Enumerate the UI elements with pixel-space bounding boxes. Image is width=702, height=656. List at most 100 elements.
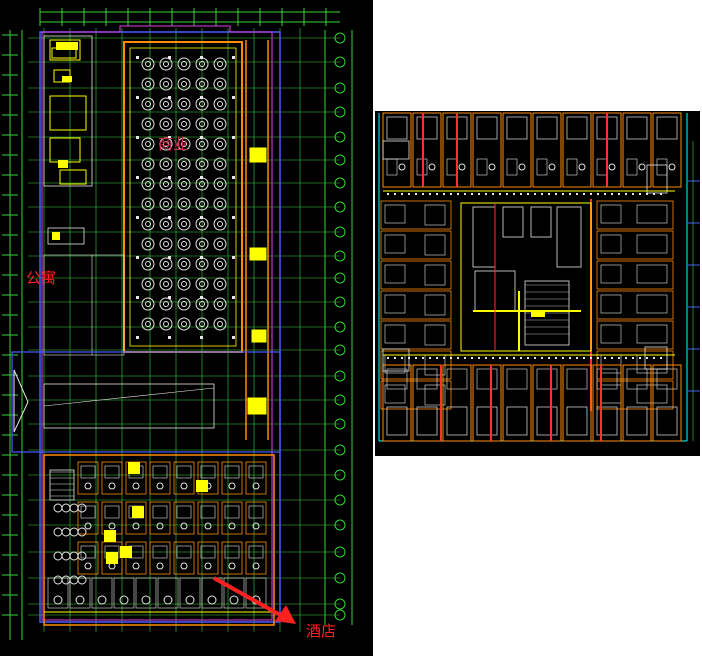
round-table bbox=[141, 297, 155, 311]
corridor-dot bbox=[548, 193, 550, 195]
diagonal-line bbox=[43, 387, 215, 407]
bed bbox=[224, 465, 240, 479]
table-center bbox=[145, 281, 151, 287]
round-table bbox=[213, 277, 227, 291]
corridor-dot bbox=[436, 357, 438, 359]
yellow-block bbox=[104, 530, 116, 542]
corridor-dot bbox=[471, 193, 473, 195]
round-table bbox=[177, 217, 191, 231]
table-center bbox=[181, 301, 187, 307]
round-table bbox=[213, 237, 227, 251]
corridor-dot bbox=[555, 357, 557, 359]
stair-room bbox=[59, 169, 87, 185]
hotel-room bbox=[173, 541, 195, 575]
bath bbox=[386, 158, 398, 176]
table-center bbox=[145, 161, 151, 167]
bed bbox=[416, 116, 438, 140]
bed bbox=[176, 545, 192, 559]
fixture bbox=[638, 163, 646, 171]
elevator bbox=[556, 206, 582, 268]
round-table bbox=[141, 277, 155, 291]
bed bbox=[224, 545, 240, 559]
bed bbox=[176, 465, 192, 479]
round-table bbox=[177, 137, 191, 151]
apartment-zone bbox=[43, 254, 125, 356]
apartment-label: 公寓 bbox=[26, 269, 57, 287]
round-table bbox=[177, 57, 191, 71]
bed bbox=[386, 116, 408, 140]
fixture bbox=[180, 482, 188, 490]
bed bbox=[104, 465, 120, 479]
bath bbox=[424, 234, 446, 256]
corridor-dot bbox=[625, 193, 627, 195]
room-bottom bbox=[562, 364, 592, 442]
table-center bbox=[163, 301, 169, 307]
stair-room bbox=[49, 469, 75, 501]
fixture bbox=[53, 575, 63, 585]
left-floor-plan: 商业 公寓 酒店 bbox=[0, 0, 373, 656]
bed bbox=[536, 406, 558, 436]
bed bbox=[636, 354, 668, 374]
room-right bbox=[596, 320, 674, 350]
hotel-arrow-head bbox=[275, 605, 296, 624]
hotel-room bbox=[197, 501, 219, 535]
corridor-dot bbox=[415, 193, 417, 195]
bed bbox=[566, 406, 588, 436]
corridor-dot bbox=[576, 193, 578, 195]
corridor-dot bbox=[618, 357, 620, 359]
corridor-dot bbox=[632, 193, 634, 195]
corridor-dot bbox=[513, 357, 515, 359]
room-left bbox=[380, 380, 452, 410]
bed bbox=[476, 406, 498, 436]
corridor-dot bbox=[492, 193, 494, 195]
fixture bbox=[156, 562, 164, 570]
bed bbox=[80, 465, 96, 479]
column bbox=[168, 336, 171, 339]
round-table bbox=[159, 97, 173, 111]
round-table bbox=[159, 277, 173, 291]
hotel-room bbox=[149, 501, 171, 535]
fixture bbox=[578, 163, 586, 171]
table-center bbox=[217, 121, 223, 127]
round-table bbox=[159, 257, 173, 271]
room-top bbox=[472, 112, 502, 188]
fixture bbox=[75, 595, 85, 605]
corridor-dot bbox=[604, 357, 606, 359]
fixture bbox=[108, 522, 116, 530]
corridor-dot bbox=[604, 193, 606, 195]
grid-bubble bbox=[334, 519, 346, 531]
hotel-room bbox=[77, 501, 99, 535]
column bbox=[168, 216, 171, 219]
fixture bbox=[548, 163, 556, 171]
bed bbox=[200, 505, 216, 519]
service-core bbox=[247, 397, 267, 415]
round-table bbox=[141, 157, 155, 171]
table-center bbox=[145, 81, 151, 87]
column bbox=[168, 96, 171, 99]
bed bbox=[200, 465, 216, 479]
table-center bbox=[145, 101, 151, 107]
fixture bbox=[518, 163, 526, 171]
fixture bbox=[252, 522, 260, 530]
corridor-dot bbox=[485, 193, 487, 195]
fixture bbox=[69, 575, 79, 585]
round-table bbox=[141, 257, 155, 271]
corridor-dot bbox=[653, 357, 655, 359]
room-top bbox=[502, 112, 532, 188]
bed bbox=[636, 294, 668, 314]
round-table bbox=[159, 297, 173, 311]
round-table bbox=[159, 197, 173, 211]
table-center bbox=[145, 121, 151, 127]
fixture bbox=[185, 595, 195, 605]
corridor-dot bbox=[408, 193, 410, 195]
corridor-dot bbox=[562, 193, 564, 195]
room-right bbox=[596, 380, 674, 410]
grid-bubble bbox=[334, 494, 346, 506]
fixture bbox=[84, 522, 92, 530]
right-floor-plan bbox=[375, 111, 700, 456]
table-center bbox=[217, 241, 223, 247]
corridor-dot bbox=[436, 193, 438, 195]
service-core bbox=[249, 247, 267, 261]
table-center bbox=[217, 281, 223, 287]
bed bbox=[386, 406, 408, 436]
